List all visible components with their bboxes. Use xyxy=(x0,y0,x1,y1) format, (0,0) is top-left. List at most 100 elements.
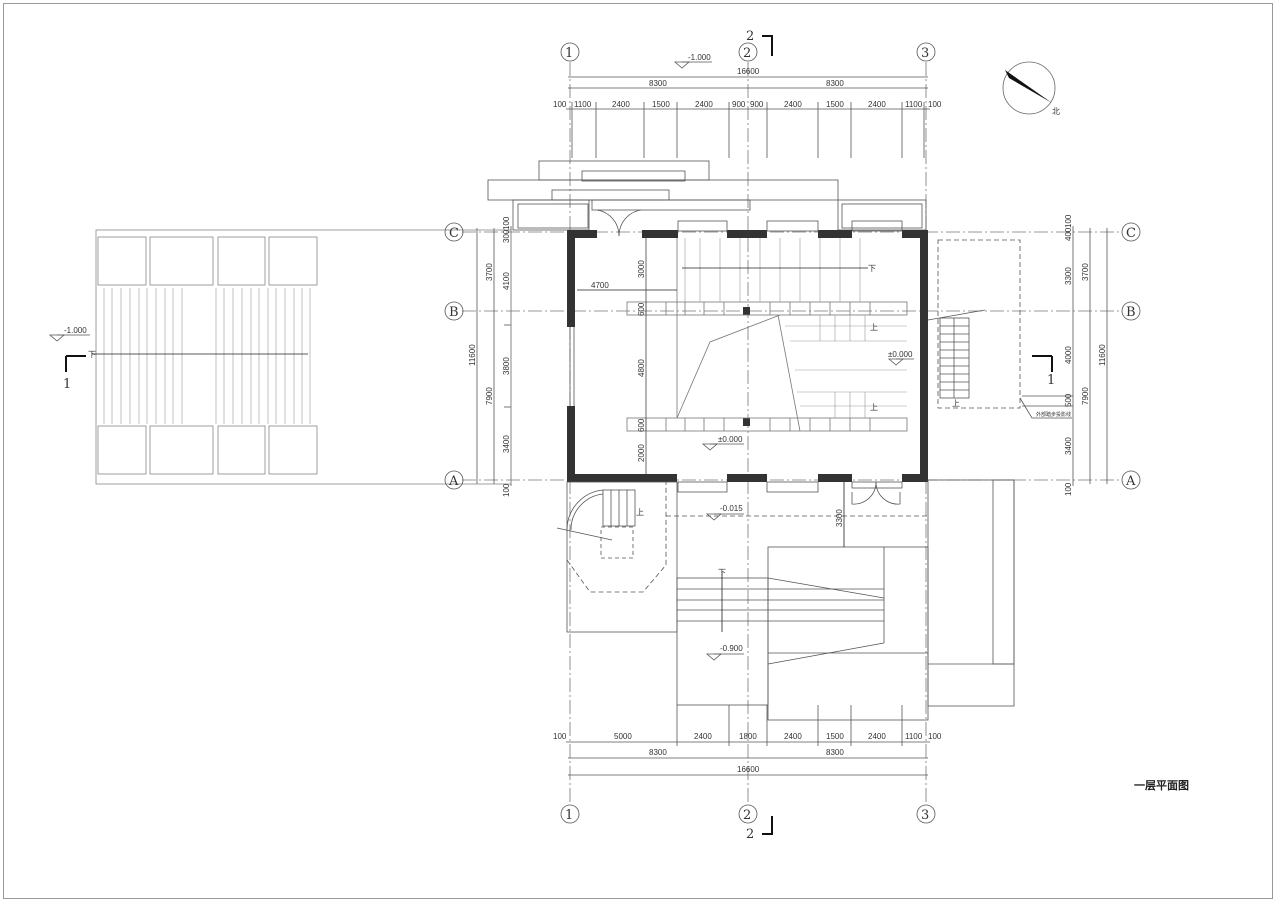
outer-steps-note: 外部踏步投影线 xyxy=(1036,411,1071,418)
right-dimensions: 100 400 3300 4000 500 3400 100 3700 7900… xyxy=(1064,214,1107,496)
axis-label-a: A xyxy=(448,474,459,489)
svg-text:下: 下 xyxy=(718,568,726,577)
sheet-border xyxy=(3,3,1273,899)
svg-text:500: 500 xyxy=(1064,393,1073,407)
svg-text:100: 100 xyxy=(502,483,511,497)
svg-text:上: 上 xyxy=(870,403,878,412)
svg-text:4000: 4000 xyxy=(1064,346,1073,364)
section-2-label-bottom: 2 xyxy=(746,827,754,842)
section-1-label-left: 1 xyxy=(63,377,71,392)
svg-text:8300: 8300 xyxy=(826,79,844,88)
svg-text:±0.000: ±0.000 xyxy=(888,350,913,359)
svg-text:8300: 8300 xyxy=(649,748,667,757)
exterior-walls xyxy=(567,230,928,482)
svg-text:4800: 4800 xyxy=(637,359,646,377)
svg-text:16600: 16600 xyxy=(737,765,760,774)
svg-text:1100: 1100 xyxy=(574,100,592,109)
svg-text:2400: 2400 xyxy=(784,100,802,109)
svg-text:1100: 1100 xyxy=(905,732,923,741)
axis-label-1-bottom: 1 xyxy=(565,808,573,823)
stair-direction-marks: 下 下 下 上 上 上 上 xyxy=(88,264,960,577)
bottom-dimensions: 100 5000 2400 1800 2400 1500 2400 1100 1… xyxy=(553,732,942,774)
level-labels: -1.000 -1.000 ±0.000 ±0.000 -0.015 -0.90… xyxy=(64,53,913,653)
svg-text:100: 100 xyxy=(928,100,942,109)
axis-label-c: C xyxy=(449,226,459,241)
axis-label-2: 2 xyxy=(743,46,751,61)
section-2-label-top: 2 xyxy=(746,29,754,44)
interior-dimensions: 4700 3000 600 4800 600 2000 3300 xyxy=(591,260,844,527)
svg-text:2400: 2400 xyxy=(868,732,886,741)
svg-text:100: 100 xyxy=(553,732,567,741)
svg-text:-0.015: -0.015 xyxy=(720,504,743,513)
top-canopy xyxy=(487,160,927,237)
level-markers xyxy=(48,61,914,661)
right-stair xyxy=(927,239,1072,419)
svg-text:100: 100 xyxy=(502,216,511,230)
svg-text:600: 600 xyxy=(637,302,646,316)
axis-label-3: 3 xyxy=(921,46,929,61)
svg-text:±0.000: ±0.000 xyxy=(718,435,743,444)
svg-text:1100: 1100 xyxy=(905,100,923,109)
svg-text:4700: 4700 xyxy=(591,281,609,290)
lower-court xyxy=(556,479,1015,721)
left-dimensions: 11600 3700 7900 100 300 4100 3800 3400 1… xyxy=(468,216,511,497)
svg-text:上: 上 xyxy=(952,399,960,408)
svg-text:100: 100 xyxy=(553,100,567,109)
svg-text:7900: 7900 xyxy=(485,387,494,405)
svg-text:5000: 5000 xyxy=(614,732,632,741)
svg-text:2400: 2400 xyxy=(694,732,712,741)
window-bays xyxy=(569,220,903,493)
axis-label-1: 1 xyxy=(565,46,573,61)
svg-text:100: 100 xyxy=(1064,214,1073,228)
top-dimensions: 16600 8300 8300 100 1100 2400 1500 2400 … xyxy=(553,67,942,109)
svg-text:300: 300 xyxy=(502,229,511,243)
axis-bubbles xyxy=(444,42,1141,824)
section-marks xyxy=(65,35,1053,835)
svg-text:1800: 1800 xyxy=(739,732,757,741)
svg-text:3000: 3000 xyxy=(637,260,646,278)
axis-label-b: B xyxy=(449,305,459,320)
svg-text:11600: 11600 xyxy=(1098,344,1107,366)
svg-text:100: 100 xyxy=(1064,482,1073,496)
svg-text:3700: 3700 xyxy=(485,263,494,281)
svg-text:1500: 1500 xyxy=(826,100,844,109)
svg-text:下: 下 xyxy=(868,264,876,273)
svg-text:900: 900 xyxy=(750,100,764,109)
top-dimension-lines xyxy=(566,76,930,158)
axis-label-2-bottom: 2 xyxy=(743,808,751,823)
svg-text:-0.900: -0.900 xyxy=(720,644,743,653)
svg-text:-1.000: -1.000 xyxy=(688,53,711,62)
svg-text:1500: 1500 xyxy=(652,100,670,109)
svg-text:下: 下 xyxy=(88,350,96,359)
svg-text:3400: 3400 xyxy=(502,435,511,453)
svg-text:11600: 11600 xyxy=(468,344,477,366)
svg-text:4100: 4100 xyxy=(502,272,511,290)
left-pergola xyxy=(92,229,512,485)
axis-label-c-right: C xyxy=(1126,226,1136,241)
right-dimension-lines xyxy=(1022,226,1108,486)
svg-text:2000: 2000 xyxy=(637,444,646,462)
svg-text:2400: 2400 xyxy=(868,100,886,109)
section-1-label-right: 1 xyxy=(1047,373,1055,388)
axis-label-a-right: A xyxy=(1125,474,1136,489)
svg-text:7900: 7900 xyxy=(1081,387,1090,405)
north-label: 北 xyxy=(1052,107,1060,116)
svg-text:上: 上 xyxy=(870,323,878,332)
svg-text:3300: 3300 xyxy=(1064,267,1073,285)
svg-text:16600: 16600 xyxy=(737,67,760,76)
svg-text:3400: 3400 xyxy=(1064,437,1073,455)
north-arrow-icon xyxy=(1002,61,1056,115)
svg-text:3700: 3700 xyxy=(1081,263,1090,281)
svg-text:8300: 8300 xyxy=(826,748,844,757)
svg-text:900: 900 xyxy=(732,100,746,109)
svg-text:2400: 2400 xyxy=(784,732,802,741)
svg-text:1500: 1500 xyxy=(826,732,844,741)
svg-text:3300: 3300 xyxy=(835,509,844,527)
axis-label-3-bottom: 3 xyxy=(921,808,929,823)
axis-label-b-right: B xyxy=(1126,305,1136,320)
svg-text:2400: 2400 xyxy=(612,100,630,109)
svg-text:600: 600 xyxy=(637,418,646,432)
svg-text:400: 400 xyxy=(1064,227,1073,241)
svg-text:8300: 8300 xyxy=(649,79,667,88)
